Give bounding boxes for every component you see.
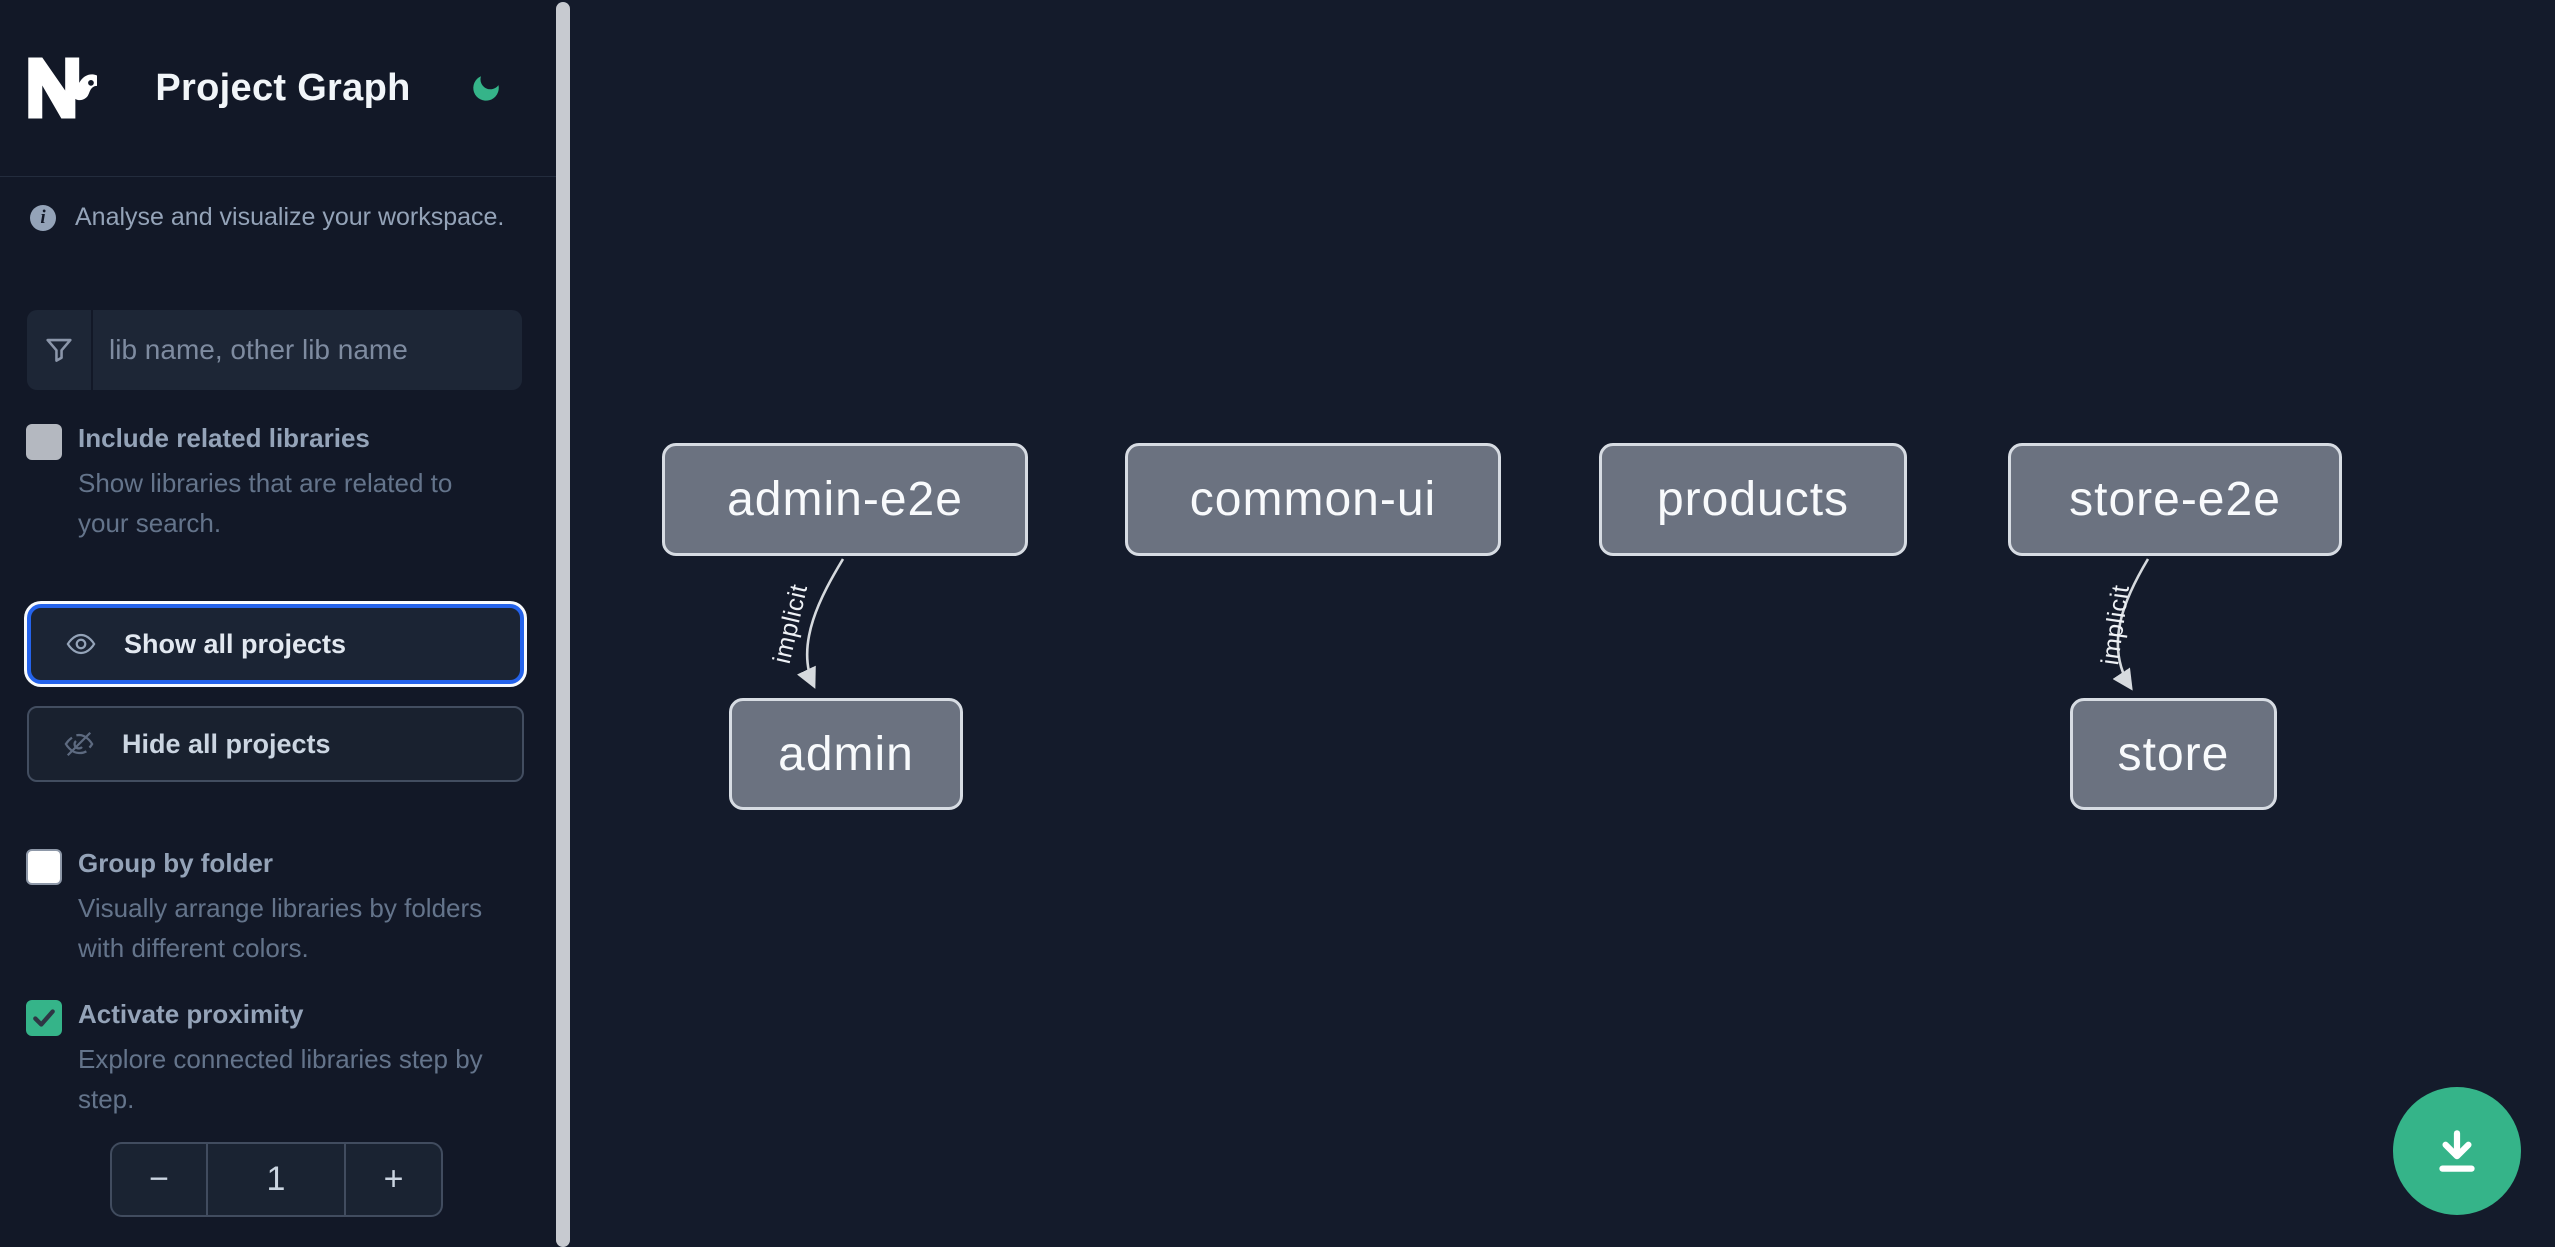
dark-mode-moon-icon[interactable] [469,71,503,105]
download-graph-button[interactable] [2393,1087,2521,1215]
eye-icon [66,633,96,655]
hide-all-projects-label: Hide all projects [122,728,331,759]
project-graph-canvas[interactable] [570,0,2555,1247]
search-box [27,310,522,390]
node-store-e2e[interactable]: store-e2e [2008,443,2342,556]
sidebar-scrollbar[interactable] [556,2,570,1247]
workspace-tagline: i Analyse and visualize your workspace. [30,203,538,232]
hide-all-projects-button[interactable]: Hide all projects [27,706,524,782]
decrement-button[interactable]: − [112,1144,208,1215]
sidebar: Project Graph i Analyse and visualize yo… [0,0,558,1247]
toggle-label[interactable]: Group by folder [78,848,273,878]
show-all-projects-button[interactable]: Show all projects [27,604,524,684]
toggle-label[interactable]: Include related libraries [78,423,370,453]
toggle-description: Visually arrange libraries by folders wi… [78,893,483,963]
toggle-label[interactable]: Activate proximity [78,999,304,1029]
proximity-depth-stepper: − 1 + [110,1142,443,1217]
node-store[interactable]: store [2070,698,2277,810]
checkbox-group-by-folder[interactable] [26,849,62,885]
nx-logo-icon [28,57,97,119]
stepper-value: 1 [266,1160,286,1198]
checkmark-icon [33,1009,55,1027]
sidebar-header: Project Graph [0,0,558,177]
search-input[interactable] [93,310,522,390]
node-common-ui[interactable]: common-ui [1125,443,1501,556]
checkbox-include-related[interactable] [26,424,62,460]
toggle-description: Explore connected libraries step by step… [78,1044,483,1114]
toggle-activate-proximity: Activate proximity Explore connected lib… [26,999,522,1119]
toggle-include-related: Include related libraries Show libraries… [26,423,522,543]
checkbox-activate-proximity[interactable] [26,1000,62,1036]
page-title: Project Graph [155,66,411,109]
toggle-group-by-folder: Group by folder Visually arrange librari… [26,848,522,968]
increment-button[interactable]: + [344,1144,441,1215]
tagline-text: Analyse and visualize your workspace. [75,203,505,231]
node-admin[interactable]: admin [729,698,963,810]
toggle-description: Show libraries that are related to your … [78,468,453,538]
info-icon: i [30,204,56,231]
node-admin-e2e[interactable]: admin-e2e [662,443,1028,556]
show-all-projects-label: Show all projects [124,628,347,659]
node-products[interactable]: products [1599,443,1907,556]
download-icon [2439,1130,2475,1172]
eye-off-icon [64,731,94,757]
filter-funnel-icon [27,310,93,390]
